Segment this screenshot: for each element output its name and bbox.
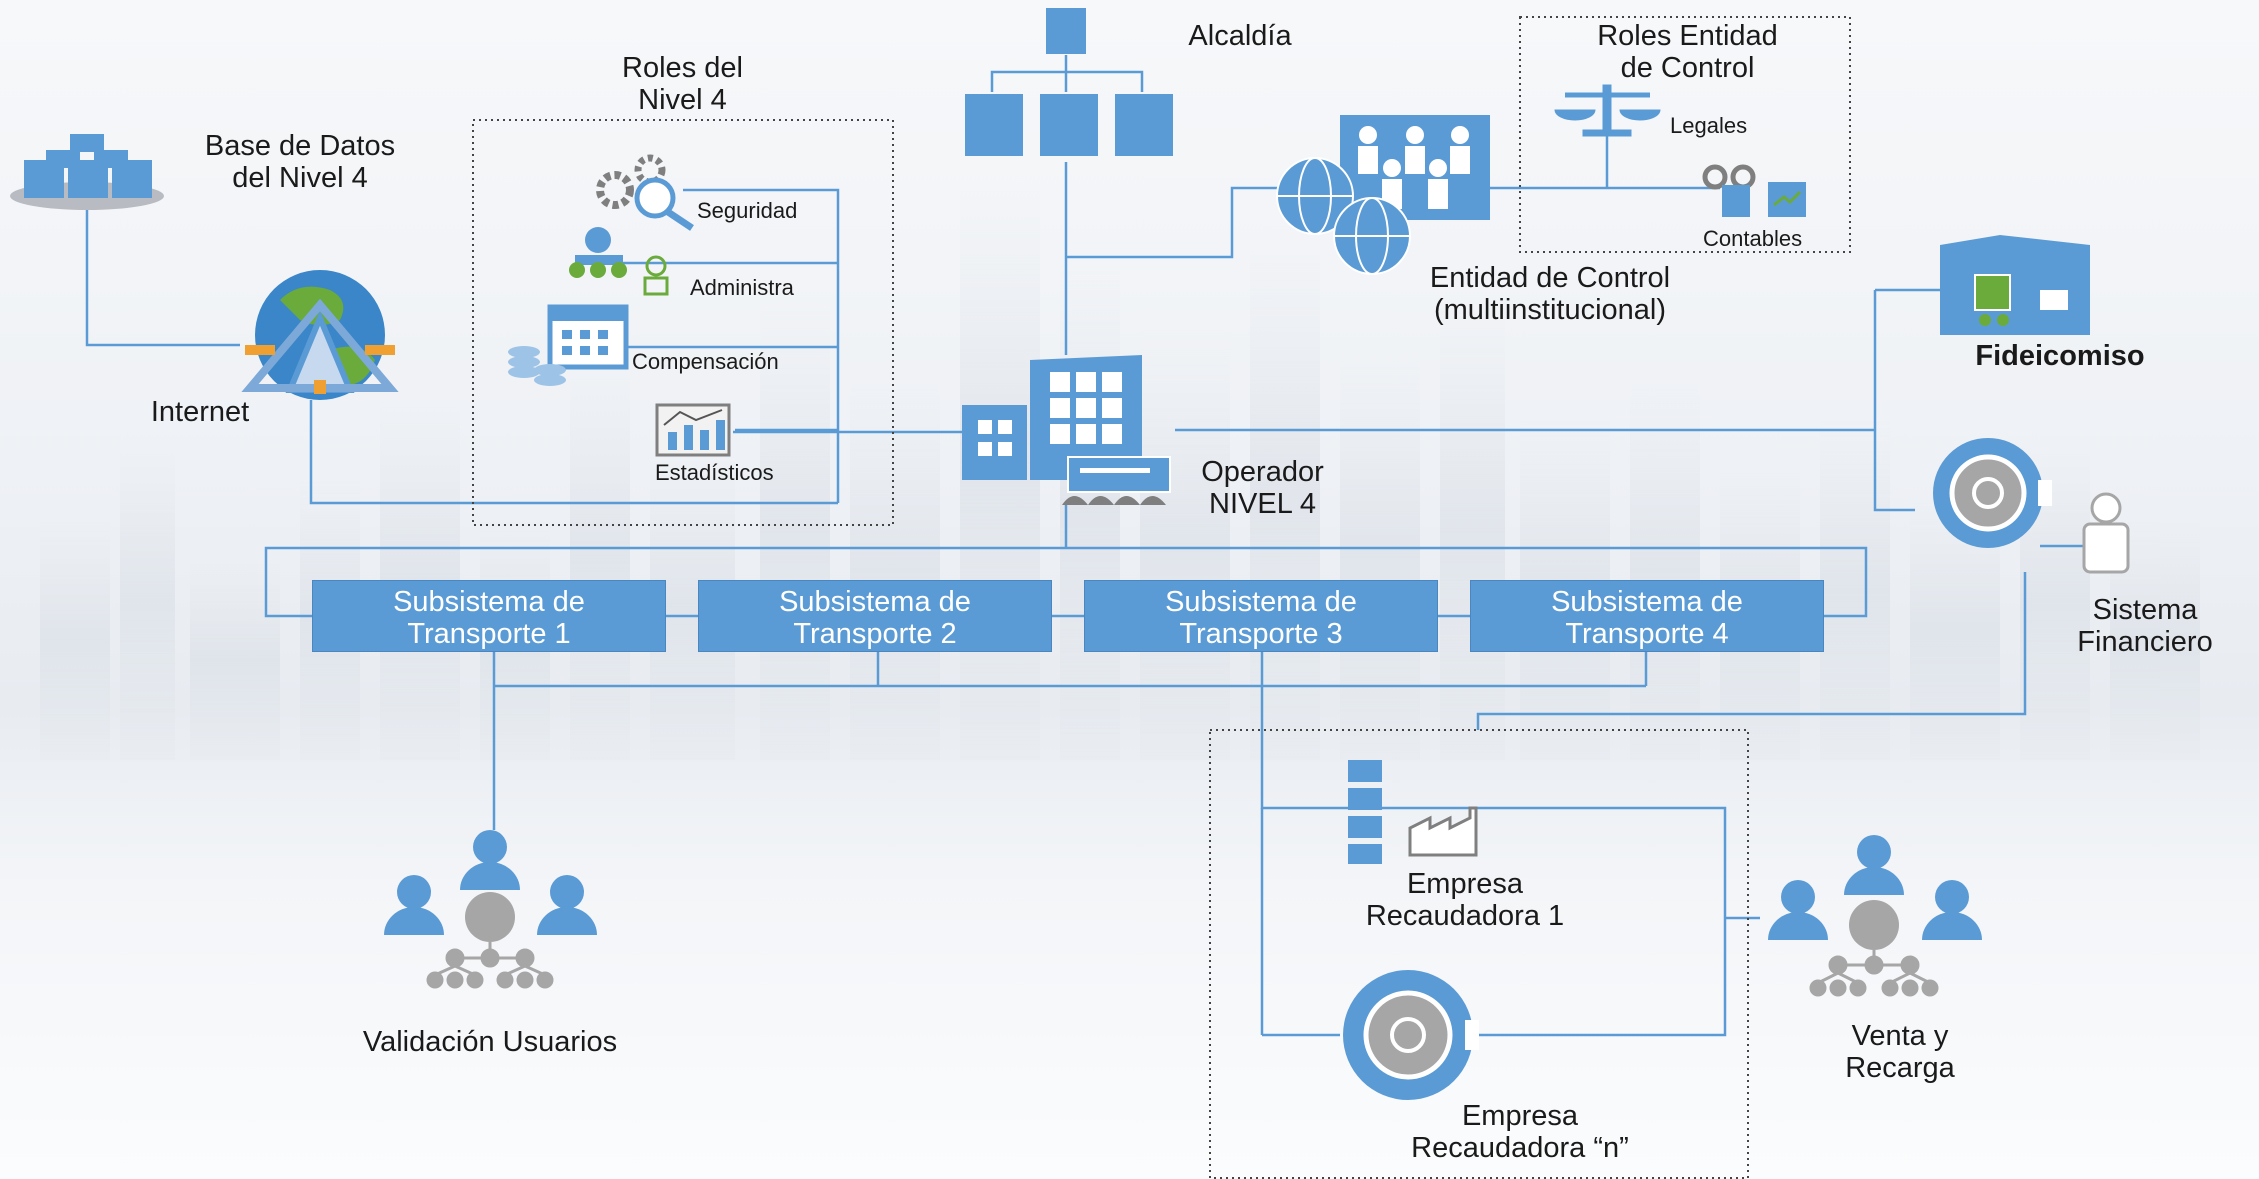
factory-icon [1348, 760, 1478, 864]
legales-label: Legales [1670, 113, 1748, 138]
empresas-group [1209, 729, 1749, 1179]
gears-search-icon [596, 154, 694, 231]
chart-icon [655, 403, 731, 457]
vault-icon [1343, 970, 1479, 1100]
operador-label: Operador NIVEL 4 [1201, 456, 1324, 520]
globe-icon [1276, 157, 1411, 275]
globe-icon [241, 270, 399, 400]
sistema-financiero-label: Sistema Financiero [2077, 594, 2213, 658]
database-icon [10, 134, 164, 210]
users-network-icon [1768, 835, 1982, 997]
alcaldia-building-icon [965, 8, 1173, 156]
roles-nivel4-group [472, 119, 894, 526]
binoculars-icon [1702, 164, 1806, 217]
entidad-control-label: Entidad de Control (multiinstitucional) [1429, 262, 1671, 326]
vault-icon [1933, 438, 2052, 548]
roles-nivel4-title: Roles del Nivel 4 [622, 52, 743, 116]
venta-recarga-label: Venta y Recarga [1845, 1020, 1955, 1084]
internet-label: Internet [150, 396, 250, 428]
role-administra: Administra [690, 275, 794, 300]
subsistema-transporte-1: Subsistema de Transporte 1 [312, 580, 666, 652]
subsistema-transporte-4: Subsistema de Transporte 4 [1470, 580, 1824, 652]
users-network-icon [384, 830, 597, 989]
empresa-recaudadora-1-label: Empresa Recaudadora 1 [1365, 868, 1565, 932]
alcaldia-label: Alcaldía [1188, 20, 1292, 52]
screen-tractor-icon [1940, 235, 2090, 335]
connector-lines [85, 55, 2100, 1037]
org-chart-icon [569, 227, 669, 296]
calculator-coins-icon [508, 304, 629, 386]
validacion-usuarios-label: Validación Usuarios [362, 1026, 618, 1058]
roles-entidad-title: Roles Entidad de Control [1597, 20, 1778, 84]
empresa-recaudadora-n-label: Empresa Recaudadora “n” [1411, 1100, 1629, 1164]
subsistema-transporte-3: Subsistema de Transporte 3 [1084, 580, 1438, 652]
role-estadisticos: Estadísticos [655, 460, 774, 485]
contables-label: Contables [1703, 226, 1803, 251]
base-datos-label: Base de Datos del Nivel 4 [204, 130, 396, 194]
fideicomiso-label: Fideicomiso [1975, 340, 2145, 372]
role-compensacion: Compensación [632, 349, 779, 374]
person-icon [2082, 492, 2130, 574]
role-seguridad: Seguridad [697, 198, 798, 223]
subsistema-transporte-2: Subsistema de Transporte 2 [698, 580, 1052, 652]
operator-building-icon [962, 355, 1171, 505]
scales-icon [1554, 84, 1661, 137]
